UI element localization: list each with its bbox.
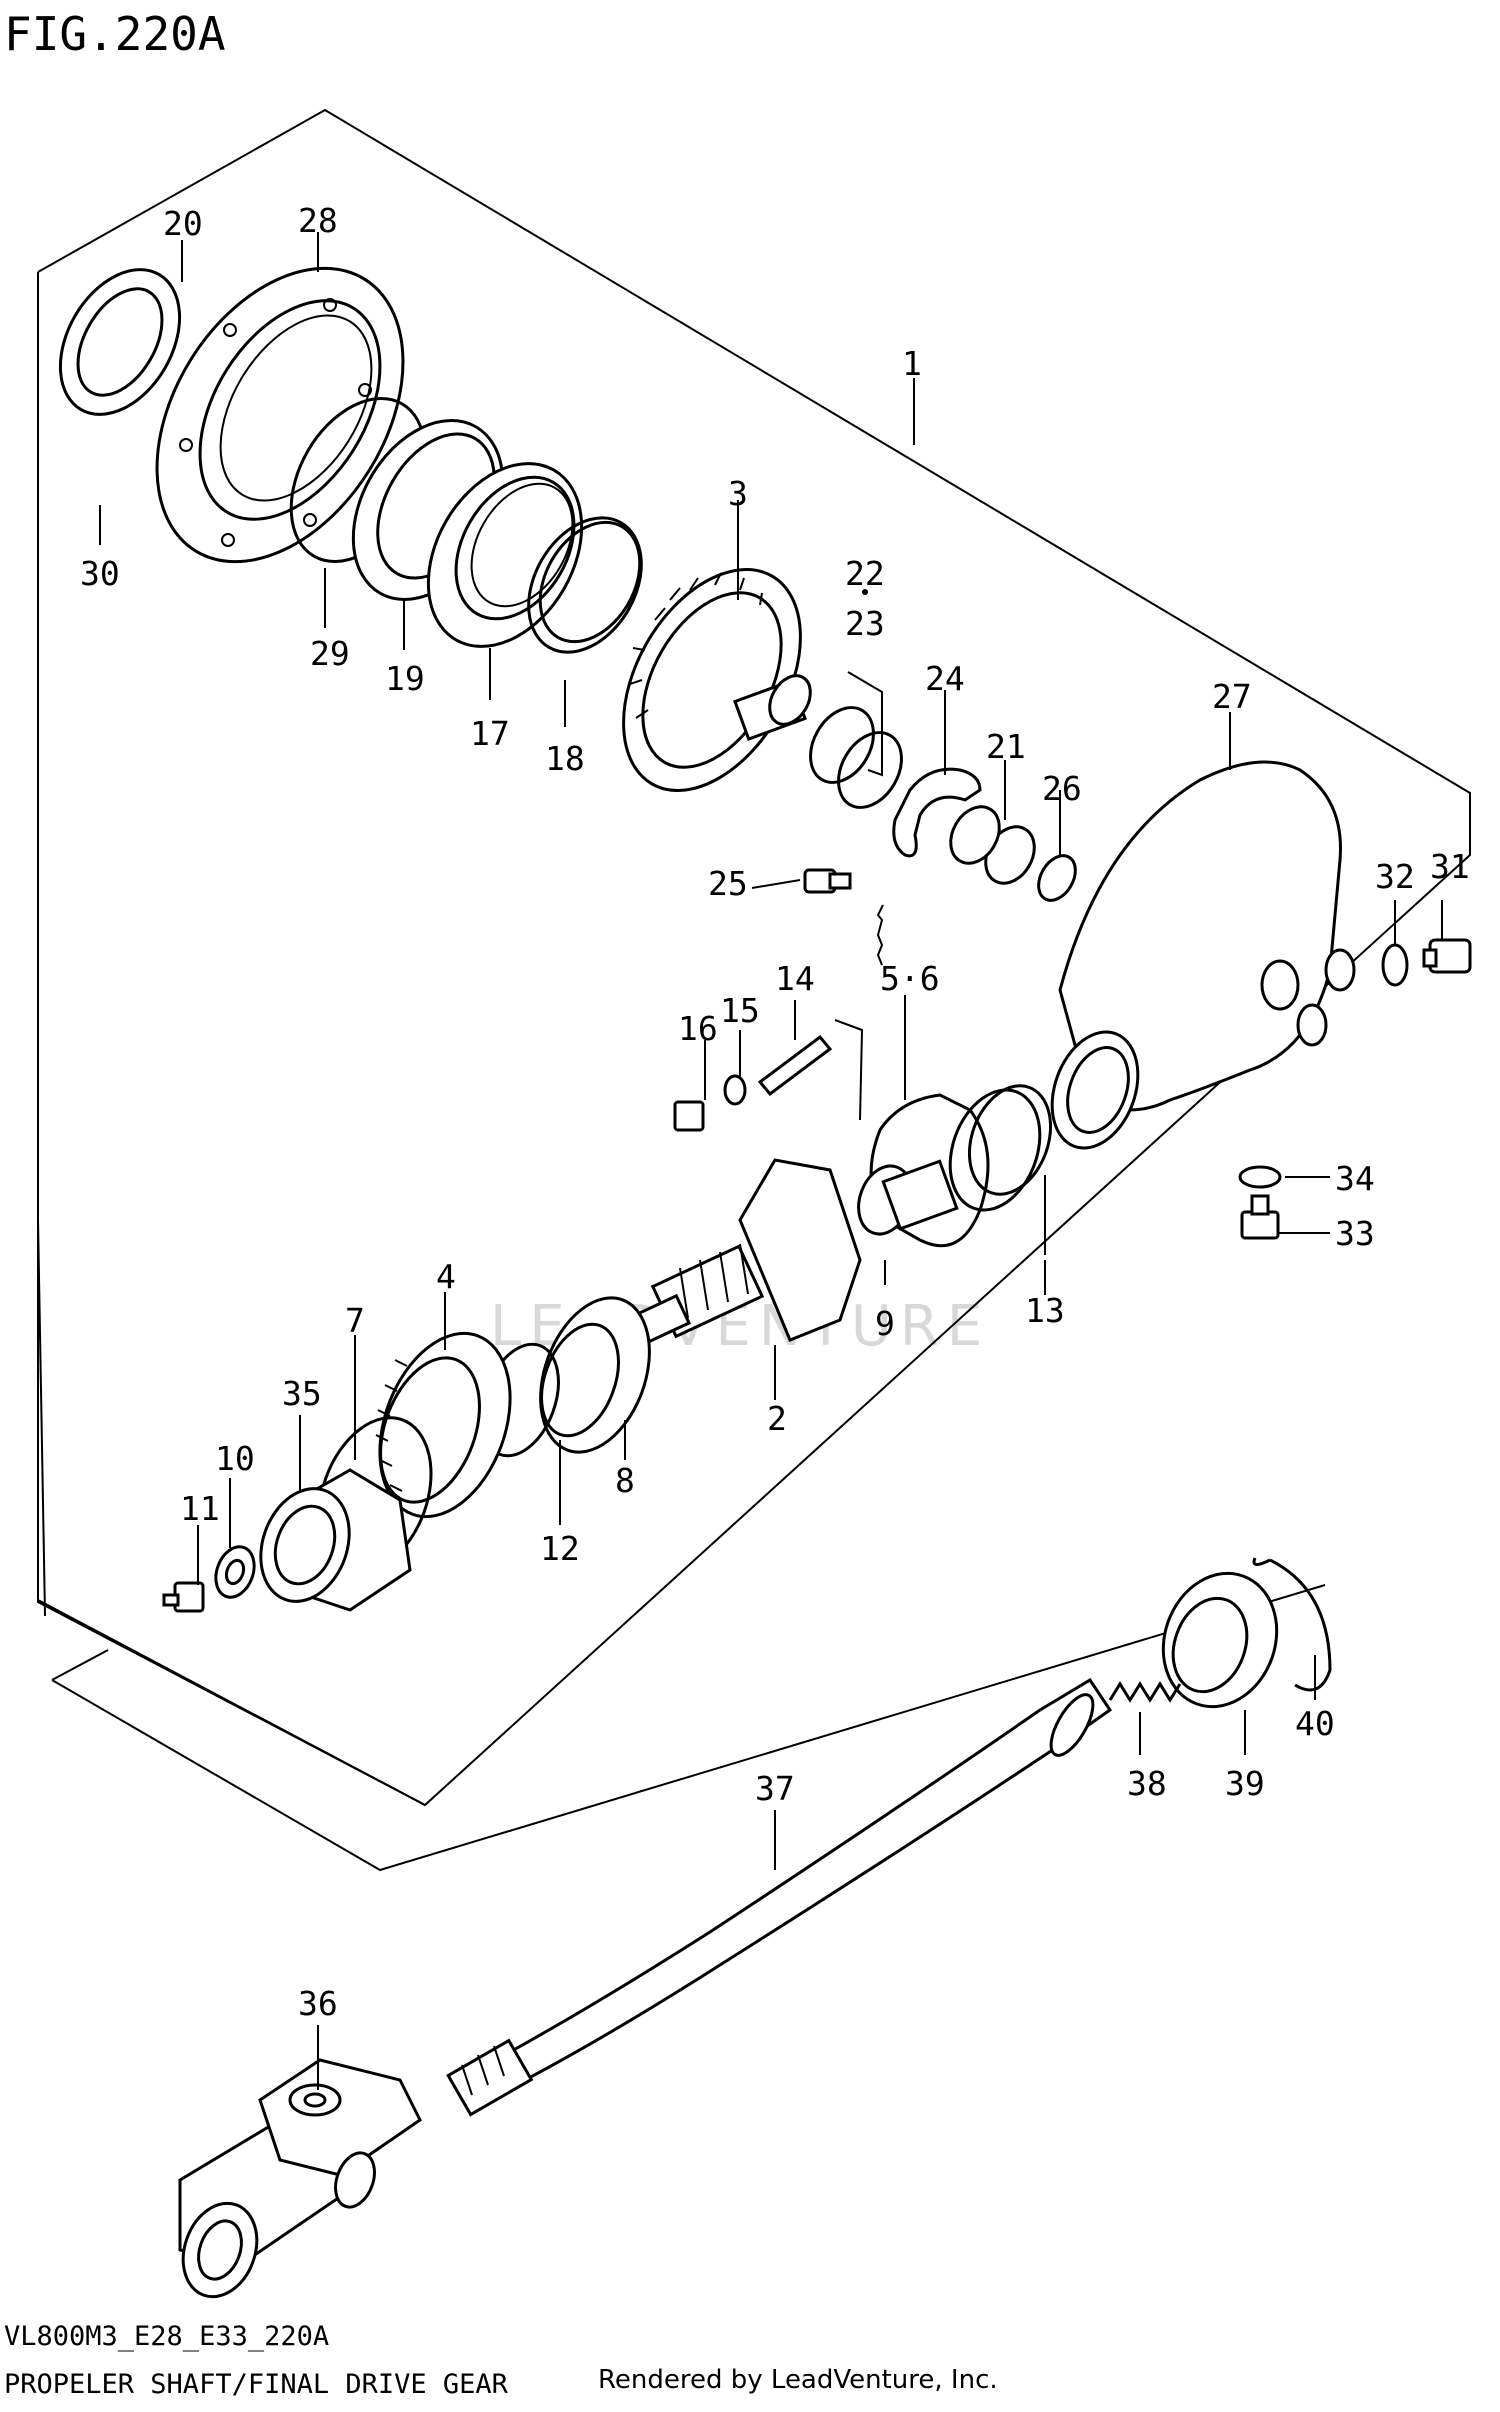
callout-19[interactable]: 19: [385, 659, 425, 698]
part-33-drain-plug[interactable]: [1240, 1194, 1280, 1240]
part-16-nut[interactable]: [673, 1100, 705, 1132]
callout-21[interactable]: 21: [986, 727, 1026, 766]
assembly-outline-upper-edge: [37, 272, 426, 1806]
part-2-final-drive-gear[interactable]: [633, 1158, 862, 1345]
callout-30[interactable]: 30: [80, 554, 120, 593]
part-20-oil-seal[interactable]: [36, 248, 204, 435]
callout-29[interactable]: 29: [310, 634, 350, 673]
callout-24[interactable]: 24: [925, 659, 965, 698]
callout-18[interactable]: 18: [545, 739, 585, 778]
callout-37[interactable]: 37: [755, 1769, 795, 1808]
callout-27[interactable]: 27: [1212, 677, 1252, 716]
part-11-nut[interactable]: [162, 1581, 205, 1613]
callout-10[interactable]: 10: [215, 1439, 255, 1478]
part-35-output-coupler[interactable]: [246, 1468, 412, 1614]
callout-28[interactable]: 28: [298, 201, 338, 240]
callout-13[interactable]: 13: [1025, 1291, 1065, 1330]
leader-lines: [99, 232, 1443, 2090]
callout-35[interactable]: 35: [282, 1374, 322, 1413]
callout-17[interactable]: 17: [470, 714, 510, 753]
callout-14[interactable]: 14: [775, 959, 815, 998]
part-23-spacer[interactable]: [798, 696, 914, 818]
callout-25[interactable]: 25: [708, 864, 748, 903]
part-26-ring[interactable]: [1031, 849, 1083, 907]
callout-9[interactable]: 9: [875, 1304, 895, 1343]
callout-22[interactable]: 22: [845, 554, 885, 593]
part-21-needle-bearing[interactable]: [941, 798, 1044, 892]
part-4-coupling[interactable]: [356, 1315, 534, 1535]
figure-code: VL800M3_E28_E33_220A: [4, 2321, 329, 2352]
part-14-stud[interactable]: [757, 1034, 833, 1097]
assembly-outline-lower-edge: [51, 1584, 1326, 1872]
callout-33[interactable]: 33: [1335, 1214, 1375, 1253]
render-credit: Rendered by LeadVenture, Inc.: [598, 2365, 998, 2395]
part-38-spring[interactable]: [1108, 1681, 1182, 1703]
part-39-spring-seat[interactable]: [1145, 1557, 1295, 1722]
callout-15[interactable]: 15: [720, 991, 760, 1030]
part-25-bolt[interactable]: [803, 868, 852, 894]
callout-7[interactable]: 7: [345, 1301, 365, 1340]
part-34-gasket[interactable]: [1238, 1165, 1282, 1189]
callout-23[interactable]: 23: [845, 604, 885, 643]
callout-11[interactable]: 11: [180, 1489, 220, 1528]
part-10-washer[interactable]: [209, 1541, 261, 1602]
callout-1[interactable]: 1: [902, 344, 922, 383]
callout-26[interactable]: 26: [1042, 769, 1082, 808]
figure-title: FIG.220A: [4, 7, 226, 61]
callout-20[interactable]: 20: [163, 204, 203, 243]
part-8-bearing[interactable]: [521, 1283, 670, 1468]
part-17-bearing[interactable]: [397, 436, 613, 674]
part-24-retainer[interactable]: [892, 767, 982, 858]
part-22-dot-marker: [862, 589, 868, 595]
part-36-universal-joint[interactable]: [171, 2058, 422, 2307]
part-32-gasket[interactable]: [1381, 943, 1409, 987]
callout-36[interactable]: 36: [298, 1984, 338, 2023]
assembly-outline-lower: [51, 1649, 109, 1681]
callout-34[interactable]: 34: [1335, 1159, 1375, 1198]
part-28-gear-cover[interactable]: [106, 224, 454, 607]
callout-39[interactable]: 39: [1225, 1764, 1265, 1803]
part-37-propeller-shaft[interactable]: [446, 1677, 1113, 2117]
part-13-shim[interactable]: [934, 1074, 1065, 1222]
callout-38[interactable]: 38: [1127, 1764, 1167, 1803]
callout-12[interactable]: 12: [540, 1529, 580, 1568]
part-40-circlip[interactable]: [1252, 1557, 1332, 1692]
callout-4[interactable]: 4: [436, 1257, 456, 1296]
part-15-washer[interactable]: [723, 1074, 747, 1106]
callout-2[interactable]: 2: [767, 1399, 787, 1438]
part-5-6-bearing-case[interactable]: [850, 1093, 990, 1248]
part-27-final-gear-case[interactable]: [1037, 760, 1356, 1160]
figure-caption: PROPELER SHAFT/FINAL DRIVE GEAR: [4, 2369, 509, 2400]
callout-32[interactable]: 32: [1375, 857, 1415, 896]
part-3-final-driven-gear[interactable]: [587, 539, 837, 822]
callout-40[interactable]: 40: [1295, 1704, 1335, 1743]
callout-16[interactable]: 16: [678, 1009, 718, 1048]
part-31-oil-filler-cap[interactable]: [1422, 938, 1472, 974]
part-18-shim[interactable]: [506, 498, 665, 673]
callout-5-6[interactable]: 5·6: [880, 959, 940, 998]
callout-31[interactable]: 31: [1430, 847, 1470, 886]
callout-8[interactable]: 8: [615, 1461, 635, 1500]
callout-3[interactable]: 3: [728, 474, 748, 513]
callout-labels: 1 2 3 4 5·6 7 8 9 10 11 12 13 14 15 16 1…: [80, 201, 1470, 2023]
